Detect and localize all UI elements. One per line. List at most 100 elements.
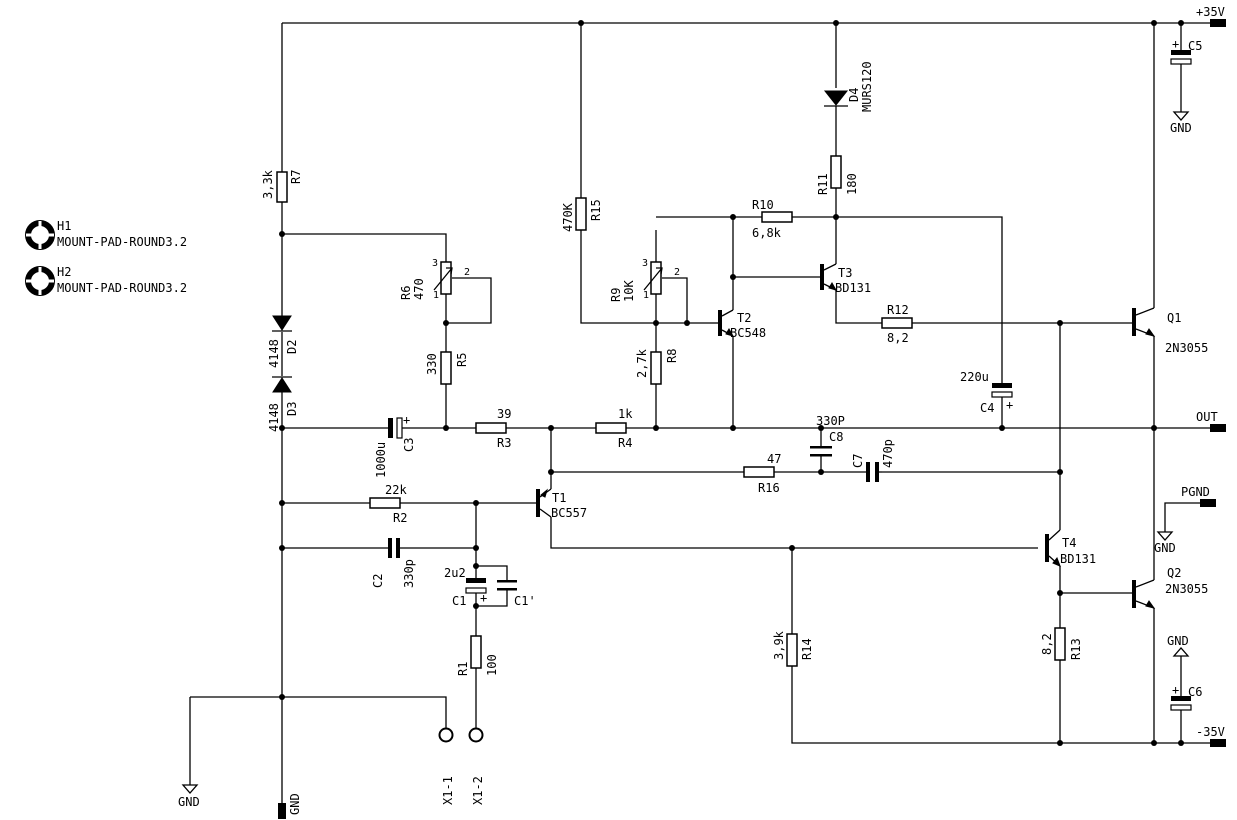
resistor-r12 xyxy=(881,317,913,329)
capacitor-c2-plate xyxy=(388,538,392,558)
diode-d4 xyxy=(823,90,849,106)
d4-ref: D4 xyxy=(847,88,861,102)
x1-1-label: X1-1 xyxy=(441,776,455,805)
junction xyxy=(548,469,554,475)
r8-ref: R8 xyxy=(665,349,679,363)
resistor-r15 xyxy=(575,197,587,231)
junction xyxy=(789,545,795,551)
r16-value: 47 xyxy=(767,452,781,466)
rail-label-out: OUT xyxy=(1196,410,1218,424)
r7-ref: R7 xyxy=(289,170,303,184)
c4-value: 220u xyxy=(960,370,989,384)
capacitor-c8-plate xyxy=(810,446,832,449)
r5-value: 330 xyxy=(425,353,439,375)
t1-ref: T1 xyxy=(552,491,566,505)
diodes xyxy=(272,90,849,393)
capacitor-c4-plate xyxy=(991,391,1013,398)
transistor-q1 xyxy=(1132,307,1156,337)
capacitor-c6-plate xyxy=(1170,704,1192,711)
q1-ref: Q1 xyxy=(1167,311,1181,325)
junction xyxy=(279,500,285,506)
capacitor-c3-plate xyxy=(388,418,393,438)
wiper-arrow xyxy=(433,267,453,291)
mount-pad-value: MOUNT-PAD-ROUND3.2 xyxy=(57,281,187,295)
junction xyxy=(684,320,690,326)
q1-value: 2N3055 xyxy=(1165,341,1208,355)
pot-pin: 1 xyxy=(643,290,649,301)
capacitor-c3-plate xyxy=(396,417,403,439)
capacitor-c1-plate xyxy=(466,578,486,583)
c3-value: 1000u xyxy=(374,442,388,478)
capacitor-c6-plate xyxy=(1171,696,1191,701)
t3-value: BD131 xyxy=(835,281,871,295)
junction xyxy=(730,274,736,280)
rail-label-pgnd: PGND xyxy=(1181,485,1210,499)
c8-ref: C8 xyxy=(829,430,843,444)
c1b-ref: C1' xyxy=(514,594,536,608)
capacitor-c1b-plate xyxy=(497,580,517,583)
junction xyxy=(578,20,584,26)
transistor-t3 xyxy=(820,263,838,291)
resistor-r11 xyxy=(830,155,842,189)
c3-ref: C3 xyxy=(402,438,416,452)
resistor-r10 xyxy=(761,211,793,223)
r3-value: 39 xyxy=(497,407,511,421)
r13-value: 8,2 xyxy=(1040,633,1054,655)
pad-pgnd xyxy=(1200,499,1216,507)
x1-2-label: X1-2 xyxy=(471,776,485,805)
resistor-r2 xyxy=(369,497,401,509)
capacitor-c5-plate xyxy=(1171,50,1191,55)
mount-pad-h2 xyxy=(25,266,55,296)
resistor-r3 xyxy=(475,422,507,434)
d4-value: MURS120 xyxy=(860,61,874,112)
transistor-q2 xyxy=(1132,579,1156,609)
t4-ref: T4 xyxy=(1062,536,1076,550)
junction xyxy=(279,425,285,431)
rail-label-negative: -35V xyxy=(1196,725,1225,739)
d3-ref: D3 xyxy=(285,402,299,416)
r8-value: 2,7k xyxy=(635,348,649,378)
wiper-arrow xyxy=(643,267,663,291)
resistor-r1 xyxy=(470,635,482,669)
junctions xyxy=(279,20,1184,746)
resistor-r13 xyxy=(1054,627,1066,661)
c7-value: 470p xyxy=(881,439,895,468)
junction xyxy=(279,694,285,700)
connector-pads xyxy=(278,19,1226,819)
gnd-label: GND xyxy=(1170,121,1192,135)
capacitor-c2-plate xyxy=(396,538,400,558)
capacitor-c5-plate xyxy=(1170,58,1192,65)
mount-pad-ref: H1 xyxy=(57,219,71,233)
capacitor-c4-plate xyxy=(992,383,1012,388)
junction xyxy=(833,214,839,220)
r6-ref: R6 xyxy=(399,286,413,300)
c5-polarity: + xyxy=(1172,37,1179,51)
junction xyxy=(279,231,285,237)
junction xyxy=(473,563,479,569)
r1-value: 100 xyxy=(485,654,499,676)
junction xyxy=(999,425,1005,431)
gnd-label: GND xyxy=(178,795,200,809)
r7-value: 3,3k xyxy=(261,169,275,199)
r11-value: 180 xyxy=(845,173,859,195)
labels: +35V -35V OUT PGND GND GND GND GND GND H… xyxy=(57,5,1225,815)
pot-pin: 3 xyxy=(432,258,438,269)
junction xyxy=(730,214,736,220)
r16-ref: R16 xyxy=(758,481,780,495)
c2-value: 330p xyxy=(402,559,416,588)
junction xyxy=(473,603,479,609)
c6-ref: C6 xyxy=(1188,685,1202,699)
c1-ref: C1 xyxy=(452,594,466,608)
resistor-r9 xyxy=(650,261,662,295)
r13-ref: R13 xyxy=(1069,638,1083,660)
c1-value: 2u2 xyxy=(444,566,466,580)
c7-ref: C7 xyxy=(851,454,865,468)
resistor-r6 xyxy=(440,261,452,295)
capacitor-c8-plate xyxy=(810,454,832,457)
ground-symbols xyxy=(181,111,1190,794)
junction xyxy=(818,469,824,475)
transistor-t1 xyxy=(536,488,552,518)
resistor-r8 xyxy=(650,351,662,385)
junction xyxy=(653,425,659,431)
